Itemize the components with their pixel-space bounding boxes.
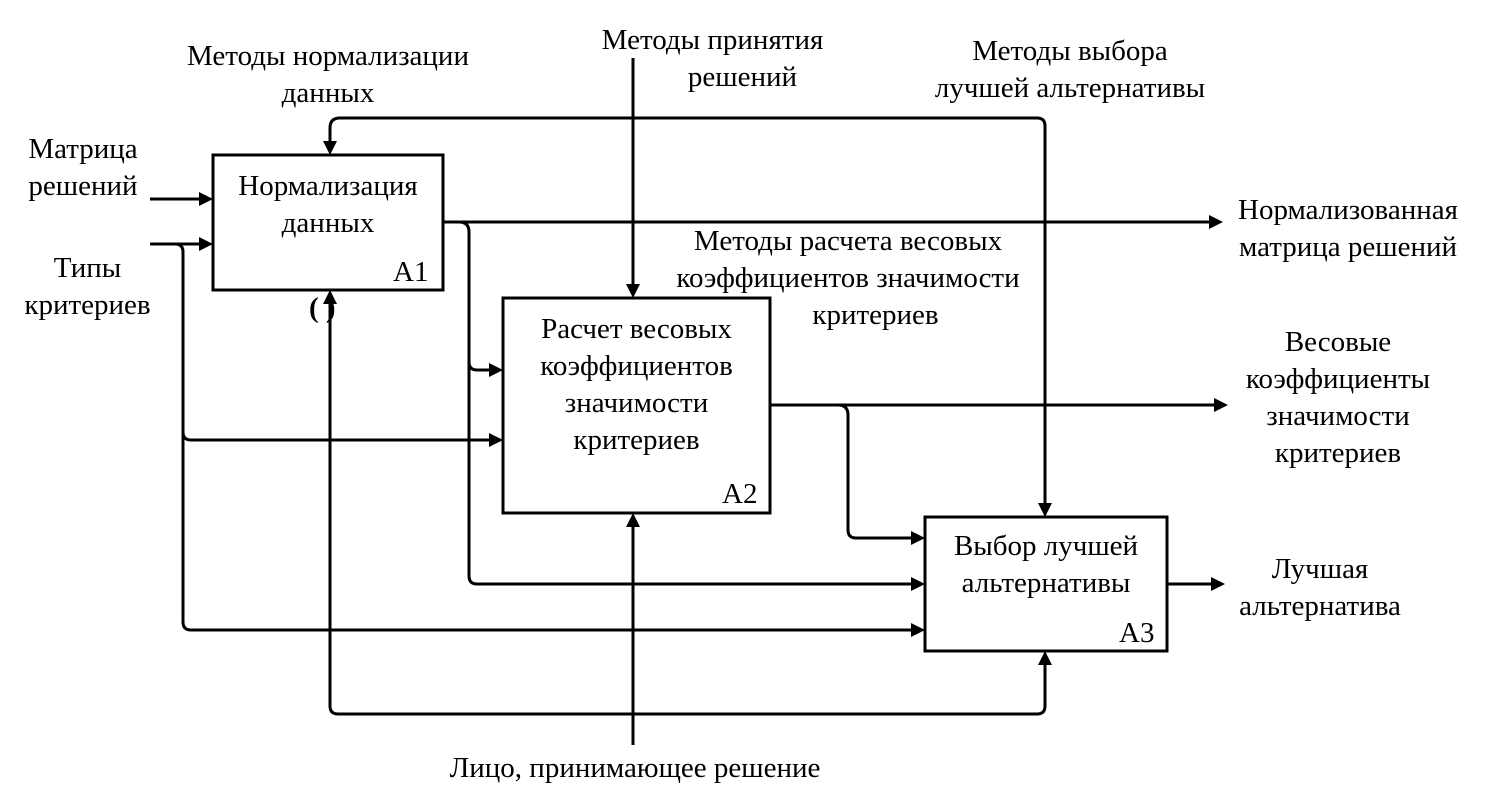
text-line: Методы выбора	[972, 35, 1168, 67]
text-line: критериев	[24, 289, 151, 321]
arrowhead	[489, 433, 503, 447]
text-line: Методы нормализации	[187, 40, 469, 72]
text-line: критериев	[1274, 437, 1402, 469]
control-label-selection-methods: Методы выбора лучшей альтернативы	[910, 33, 1230, 107]
arrowhead	[626, 284, 640, 298]
input-label-matrix: Матрица решений	[18, 131, 148, 205]
arrowhead	[199, 192, 213, 206]
block-a3-title: Выбор лучшей альтернативы	[925, 528, 1167, 602]
text-line: критериев	[573, 424, 700, 456]
arrowhead	[489, 363, 503, 377]
block-a3-id: A3	[1119, 617, 1155, 649]
block-a1[interactable]	[211, 153, 445, 292]
text-line: критериев	[812, 299, 939, 331]
text-line: Типы	[53, 252, 122, 284]
text-line: Лицо, принимающее решение	[449, 752, 821, 784]
arrow-weights-to-a3	[837, 403, 912, 540]
text-line: Выбор лучшей	[953, 530, 1139, 562]
control-label-weight-methods: Методы расчета весовых коэффициентов зна…	[648, 223, 1048, 334]
arrow-normalized-to-a3	[467, 360, 912, 586]
text-line: Весовые	[1284, 326, 1392, 358]
arrowhead	[1038, 503, 1052, 517]
text-line: значимости	[564, 387, 709, 419]
arrowhead	[323, 290, 337, 304]
arrowhead	[323, 141, 337, 155]
arrow-mechanism-bottom-loop	[328, 303, 1047, 716]
text-line: решений	[28, 170, 138, 202]
text-line: Методы принятия	[601, 24, 824, 56]
arrowhead	[1209, 215, 1223, 229]
arrowhead	[911, 531, 925, 545]
text-line: коэффициентов	[540, 350, 733, 382]
text-line: альтернатива	[1239, 590, 1401, 622]
block-a1-id: A1	[393, 256, 429, 288]
block-a2-id: A2	[722, 478, 758, 510]
arrowhead	[1211, 577, 1225, 591]
text-line: альтернативы	[961, 567, 1131, 599]
arrow-criteria-types-to-a3	[181, 430, 912, 632]
arrowhead	[199, 237, 213, 251]
tunnel-marker: ( )	[309, 292, 336, 324]
output-label-best-alternative: Лучшая альтернатива	[1225, 551, 1415, 625]
text-line: решений	[687, 61, 798, 93]
control-label-normalization-methods: Методы нормализации данных	[163, 38, 493, 112]
text-line: матрица решений	[1238, 231, 1458, 263]
arrowhead	[911, 623, 925, 637]
block-a2[interactable]	[501, 296, 772, 515]
arrowhead	[1038, 651, 1052, 665]
text-line: Методы расчета весовых	[693, 225, 1003, 257]
input-label-criteria-types: Типы критериев	[15, 250, 160, 324]
text-line: коэффициентов значимости	[676, 262, 1020, 294]
text-line: Нормализация	[238, 170, 418, 202]
mechanism-label-decision-maker: Лицо, принимающее решение	[410, 750, 860, 787]
text-line: лучшей альтернативы	[934, 72, 1206, 104]
text-line: Матрица	[28, 133, 138, 165]
arrow-control-top-loop	[328, 116, 1047, 504]
text-line: Лучшая	[1271, 553, 1369, 585]
text-line: значимости	[1266, 400, 1410, 432]
control-label-decision-methods: Методы принятия решений	[580, 22, 845, 96]
text-line: Нормализованная	[1238, 194, 1458, 226]
arrowhead	[911, 577, 925, 591]
block-a1-title: Нормализация данных	[213, 168, 443, 242]
text-line: коэффициенты	[1245, 363, 1431, 395]
text-line: Расчет весовых	[541, 313, 732, 345]
block-a2-title: Расчет весовых коэффициентов значимости …	[503, 311, 770, 459]
arrowhead	[1214, 398, 1228, 412]
text-line: данных	[281, 207, 375, 239]
arrow-normalized-to-a2	[458, 220, 490, 372]
output-label-weights: Весовые коэффициенты значимости критерие…	[1228, 324, 1448, 472]
arrowhead	[626, 513, 640, 527]
text-line: данных	[281, 77, 375, 109]
block-a3[interactable]	[923, 515, 1169, 653]
output-label-normalized-matrix: Нормализованная матрица решений	[1218, 192, 1478, 266]
